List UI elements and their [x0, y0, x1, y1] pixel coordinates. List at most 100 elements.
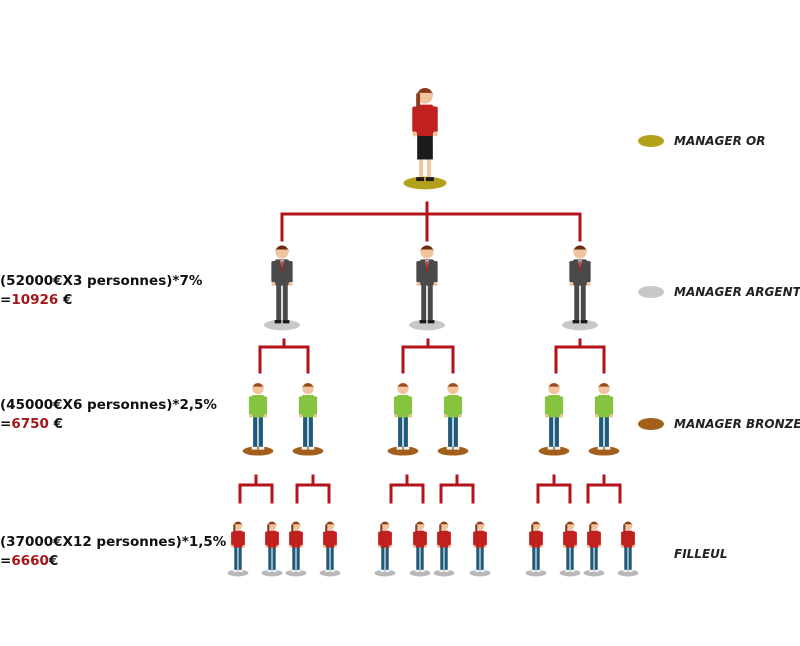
leg	[326, 546, 330, 571]
torso	[251, 395, 265, 418]
legend-label: MANAGER BRONZE	[674, 417, 800, 431]
leg	[448, 416, 453, 449]
base-disc	[261, 569, 283, 577]
leg	[599, 416, 604, 449]
arm	[298, 396, 303, 415]
base-disc	[242, 446, 274, 456]
base-disc	[285, 569, 307, 577]
long-hair	[380, 524, 383, 533]
filleul-figure	[227, 521, 249, 577]
base-disc	[561, 319, 599, 331]
shoe	[594, 569, 599, 572]
manager-argent-figure	[263, 245, 301, 331]
hair	[565, 521, 575, 526]
shoe	[554, 446, 561, 450]
arm	[563, 531, 566, 546]
arm	[432, 106, 438, 133]
filleul-figure	[469, 521, 491, 577]
legend-manager-or: MANAGER OR	[638, 134, 765, 148]
hand	[587, 545, 590, 548]
leg	[416, 546, 420, 571]
hand	[563, 545, 566, 548]
hand	[408, 414, 413, 418]
hand	[540, 545, 543, 548]
arm	[242, 531, 245, 546]
legend-manager-argent: MANAGER ARGENT	[638, 285, 800, 299]
legend-label: FILLEUL	[674, 547, 728, 561]
torso	[380, 530, 390, 548]
arm	[263, 396, 268, 415]
leg	[398, 416, 403, 449]
shoe	[258, 446, 265, 450]
leg	[566, 546, 570, 571]
tie	[426, 261, 428, 271]
hand	[559, 414, 564, 418]
torso	[623, 530, 633, 548]
manager-bronze-figure	[242, 383, 274, 456]
leg	[590, 546, 594, 571]
hand	[276, 545, 279, 548]
formula-result: 6660	[11, 553, 49, 569]
shoe	[446, 446, 453, 450]
shoe	[604, 446, 611, 450]
shoe	[385, 569, 390, 572]
hair	[291, 521, 301, 526]
arm	[276, 531, 279, 546]
base-disc	[408, 319, 446, 331]
shoe	[597, 446, 604, 450]
leg	[330, 546, 334, 571]
hair	[623, 521, 633, 526]
arm	[300, 531, 303, 546]
filleul-figure	[319, 521, 341, 577]
shoe	[330, 569, 335, 572]
leg	[536, 546, 540, 571]
shoe	[420, 569, 425, 572]
arm	[289, 531, 292, 546]
hand	[231, 545, 234, 548]
base-disc	[409, 569, 431, 577]
hair	[380, 521, 390, 526]
leg	[427, 284, 433, 322]
arm	[586, 261, 591, 283]
base-disc	[387, 446, 419, 456]
hand	[424, 545, 427, 548]
torso	[301, 395, 315, 418]
arm	[313, 396, 318, 415]
leg	[532, 546, 536, 571]
long-hair	[415, 524, 418, 533]
hand	[544, 414, 549, 418]
hand	[529, 545, 532, 548]
torso	[531, 530, 541, 548]
manager-argent-figure	[408, 245, 446, 331]
shoe	[272, 569, 277, 572]
base-disc	[437, 446, 469, 456]
hand	[300, 545, 303, 548]
shoe	[419, 320, 427, 324]
arm	[334, 531, 337, 546]
base-disc	[227, 569, 249, 577]
shoe	[282, 320, 290, 324]
shoe	[580, 320, 588, 324]
formula-level-1: (52000€X3 personnes)*7% =10926 €	[0, 272, 202, 310]
hand	[598, 545, 601, 548]
formula-result-line: =6750 €	[0, 416, 63, 432]
shoe	[396, 446, 403, 450]
hand	[313, 414, 318, 418]
hand	[248, 414, 253, 418]
leg	[276, 284, 282, 322]
hair	[439, 521, 449, 526]
shoe	[308, 446, 315, 450]
hand	[609, 414, 614, 418]
arm	[632, 531, 635, 546]
arm	[424, 531, 427, 546]
arm	[594, 396, 599, 415]
shoe	[238, 569, 243, 572]
shoe	[415, 569, 420, 572]
filleul-figure	[285, 521, 307, 577]
shoe	[453, 446, 460, 450]
shoe	[536, 569, 541, 572]
arm	[323, 531, 326, 546]
shoe	[475, 569, 480, 572]
base-disc	[319, 569, 341, 577]
